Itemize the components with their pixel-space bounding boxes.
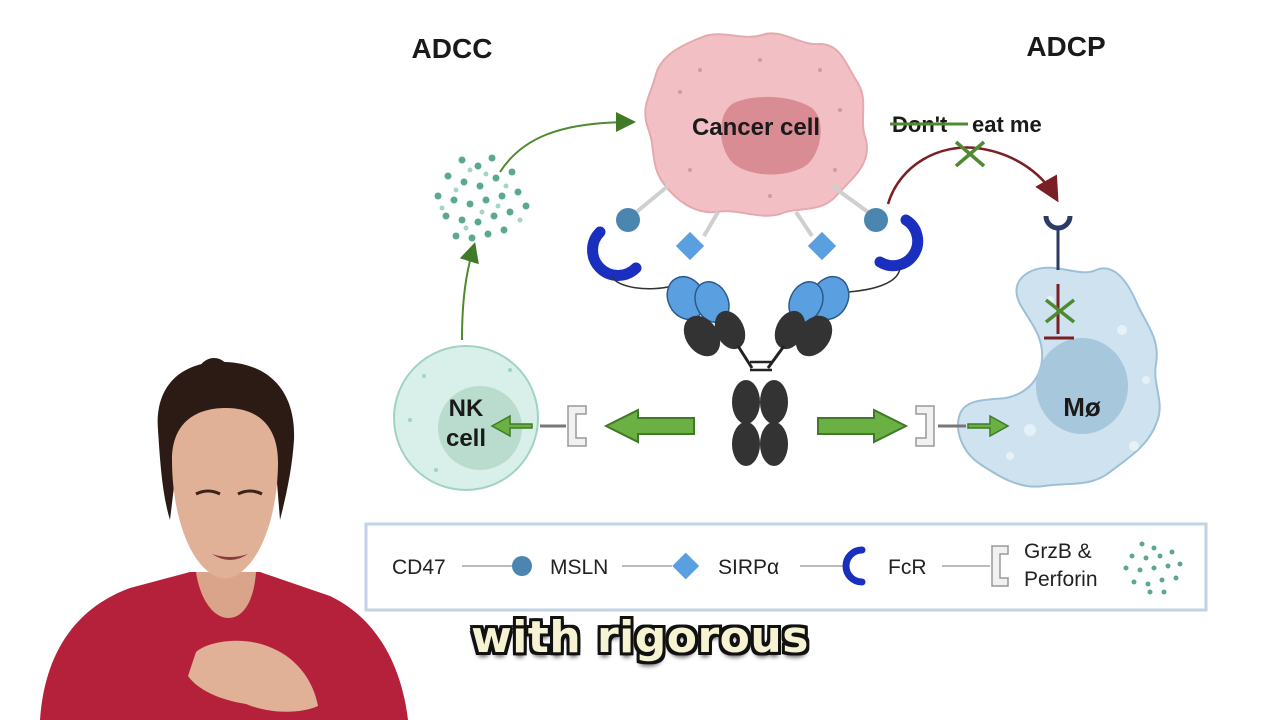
legend: CD47 MSLN SIRPα FcR GrzB & Perforin xyxy=(364,522,1208,612)
arrow-to-macrophage xyxy=(817,408,909,444)
blocked-x-macrophage xyxy=(1044,298,1076,324)
sirpa-ligand-left xyxy=(675,231,705,261)
blocked-x-top xyxy=(954,140,986,168)
fcr-right xyxy=(874,214,924,272)
nk-label-line1: NK xyxy=(449,395,484,422)
legend-grzb-line1: GrzB & xyxy=(1024,540,1092,563)
fc-receptor-nk xyxy=(567,405,587,447)
legend-fcr-icon xyxy=(842,546,866,586)
cancer-cell: Cancer cell xyxy=(644,32,869,217)
fc-receptor-macrophage xyxy=(915,405,935,447)
legend-grzb-icon xyxy=(991,545,1009,587)
legend-msln: MSLN xyxy=(550,556,608,579)
legend-msln-icon xyxy=(512,556,532,576)
adcc-title: ADCC xyxy=(412,33,493,64)
macrophage: Mø xyxy=(957,266,1161,488)
legend-sirpa: SIRPα xyxy=(718,556,779,579)
legend-fcr: FcR xyxy=(888,556,927,579)
macrophage-label: Mø xyxy=(1063,392,1101,422)
legend-cd47: CD47 xyxy=(392,556,446,579)
fcr-left xyxy=(587,226,642,281)
granzyme-granules xyxy=(434,154,530,242)
nk-cell: NK cell xyxy=(393,345,539,491)
msln-ligand-left xyxy=(616,208,640,232)
nk-label-line2: cell xyxy=(446,425,486,452)
subtitle-caption: with rigorous xyxy=(471,612,809,663)
legend-granules-icon xyxy=(1123,541,1183,595)
sirpa-receptor xyxy=(1043,215,1073,231)
adcp-title: ADCP xyxy=(1026,31,1105,62)
presenter-video xyxy=(40,358,408,720)
antibody xyxy=(666,275,850,466)
sirpa-ligand-right xyxy=(807,231,837,261)
eat-me-text: eat me xyxy=(972,112,1042,137)
arrow-to-nk xyxy=(603,408,695,444)
msln-ligand-right xyxy=(864,208,888,232)
cancer-cell-label: Cancer cell xyxy=(692,114,820,141)
legend-grzb-line2: Perforin xyxy=(1024,568,1098,591)
